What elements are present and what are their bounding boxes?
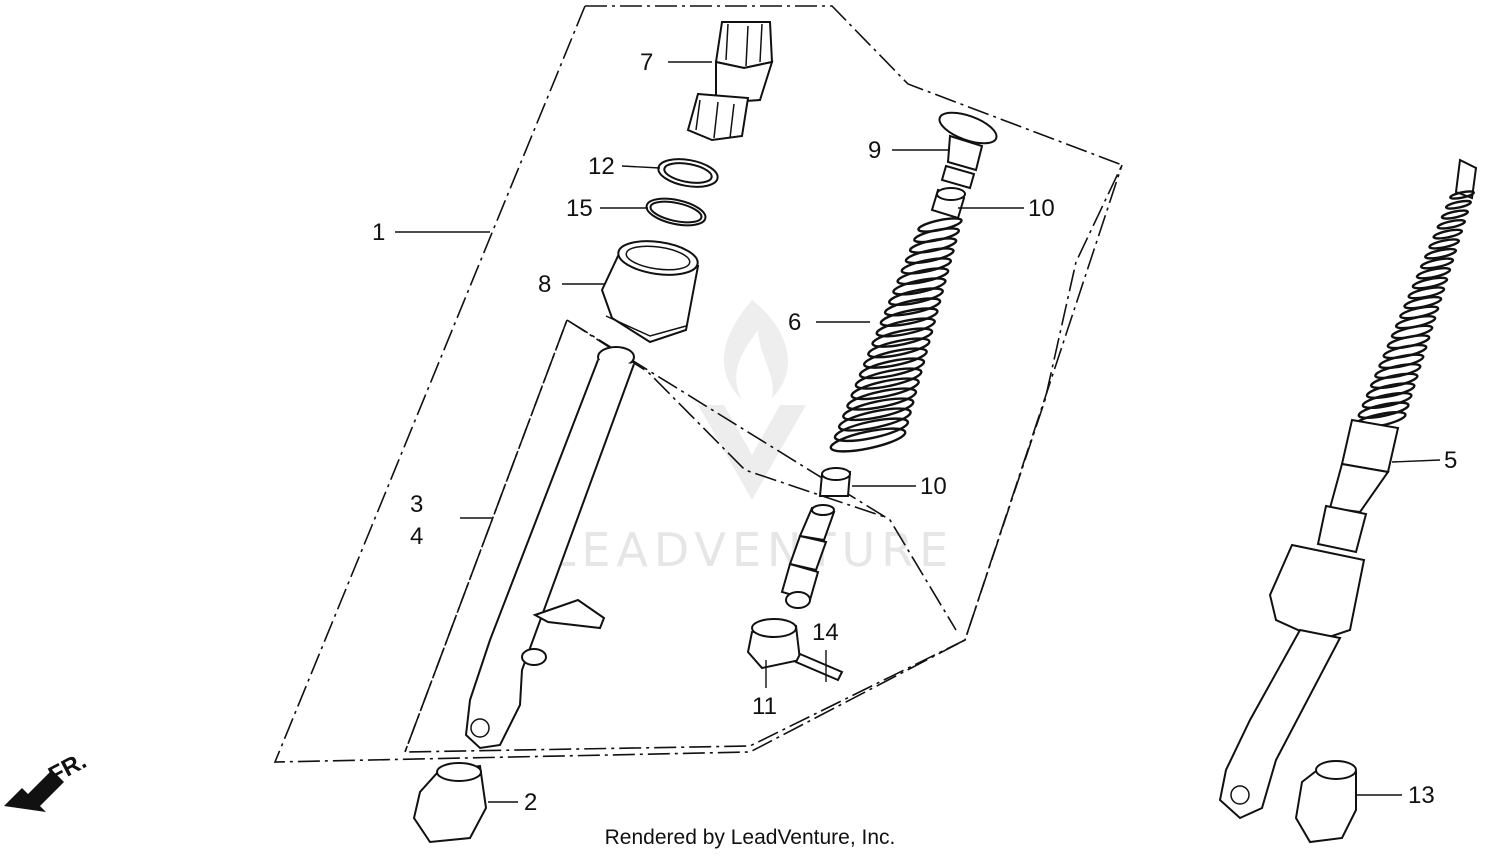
spring-coil: [850, 377, 920, 401]
spring-coil: [833, 417, 910, 443]
spring-coil: [879, 307, 939, 327]
watermark-text: LEADVENTURE: [550, 523, 955, 577]
callout-15: 15: [566, 195, 593, 222]
spring-coil: [896, 267, 950, 286]
spring-coil: [1365, 382, 1416, 400]
callout-10-lower: 10: [920, 473, 947, 500]
callout-5: 5: [1444, 447, 1457, 474]
part-9-rod-top[interactable]: [936, 106, 1001, 190]
spring-coil: [1436, 219, 1467, 230]
spring-coil: [858, 357, 926, 380]
callout-6: 6: [788, 309, 801, 336]
callout-11: 11: [752, 693, 777, 720]
spring-coil: [883, 297, 942, 317]
assembly-3-4-outline: [404, 319, 889, 753]
spring-coil: [1419, 257, 1455, 270]
spring-coil: [1440, 209, 1470, 220]
spring-coil: [829, 427, 907, 453]
spring-coil: [1369, 372, 1419, 390]
watermark-logo: [698, 300, 806, 500]
callout-7: 7: [640, 49, 653, 76]
spring-coil: [904, 247, 955, 265]
spring-coil: [1449, 190, 1475, 200]
callout-3: 3: [410, 491, 423, 518]
footer-text: Rendered by LeadVenture, Inc.: [604, 826, 896, 849]
part-7-cap[interactable]: [686, 21, 774, 142]
spring-coil: [913, 227, 961, 244]
spring-coil: [846, 387, 918, 411]
spring-coil: [900, 257, 953, 275]
spring-coil: [1444, 199, 1472, 210]
callout-13: 13: [1408, 782, 1435, 809]
spring-coil: [842, 397, 915, 422]
footer-credit: Rendered by LeadVenture, Inc.: [0, 826, 1500, 850]
part-15-circlip[interactable]: [644, 194, 708, 230]
spring-coil: [917, 217, 963, 233]
part-13-bushing[interactable]: [1294, 760, 1357, 844]
assembly-outer-boundary: [273, 5, 1123, 763]
part-damper-rod-lower[interactable]: [780, 504, 836, 609]
spring-coil: [1415, 267, 1452, 280]
part-2-bushing[interactable]: [412, 762, 488, 844]
leader-lines: [395, 61, 1441, 803]
spring-coil: [862, 347, 928, 369]
part-10-lower-collar[interactable]: [818, 467, 852, 497]
spring-coil: [888, 287, 944, 307]
spring-coil: [1361, 391, 1413, 410]
part-11-nut[interactable]: [746, 618, 802, 670]
callout-9: 9: [868, 137, 881, 164]
spring-coil: [1432, 228, 1464, 240]
part-3-4-tube[interactable]: [464, 346, 635, 750]
callout-10-upper: 10: [1028, 195, 1055, 222]
part-6-spring[interactable]: [829, 216, 963, 456]
part-5-shock-assembly[interactable]: [1218, 158, 1478, 820]
spring-coil: [1424, 247, 1458, 260]
spring-coil: [854, 367, 923, 390]
callout-4: 4: [410, 523, 423, 550]
part-12-ring[interactable]: [656, 155, 720, 191]
callout-14: 14: [812, 619, 839, 646]
part-8-bushing[interactable]: [600, 237, 700, 344]
spring-coil: [1386, 334, 1431, 350]
part-10-upper-collar[interactable]: [930, 187, 966, 220]
part-14-pin[interactable]: [794, 652, 844, 682]
spring-coil: [1428, 238, 1461, 250]
callout-2: 2: [524, 789, 537, 816]
spring-coil: [875, 317, 936, 338]
callout-12: 12: [588, 153, 615, 180]
spring-coil: [1374, 363, 1422, 380]
direction-arrow-icon: [4, 770, 64, 812]
spring-coil: [1357, 401, 1410, 420]
spring-coil: [892, 277, 947, 296]
spring-coil: [871, 327, 934, 348]
callout-1: 1: [372, 219, 385, 246]
spring-coil: [867, 337, 931, 359]
spring-coil: [1390, 324, 1434, 340]
spring-coil: [837, 407, 912, 432]
callout-8: 8: [538, 271, 551, 298]
